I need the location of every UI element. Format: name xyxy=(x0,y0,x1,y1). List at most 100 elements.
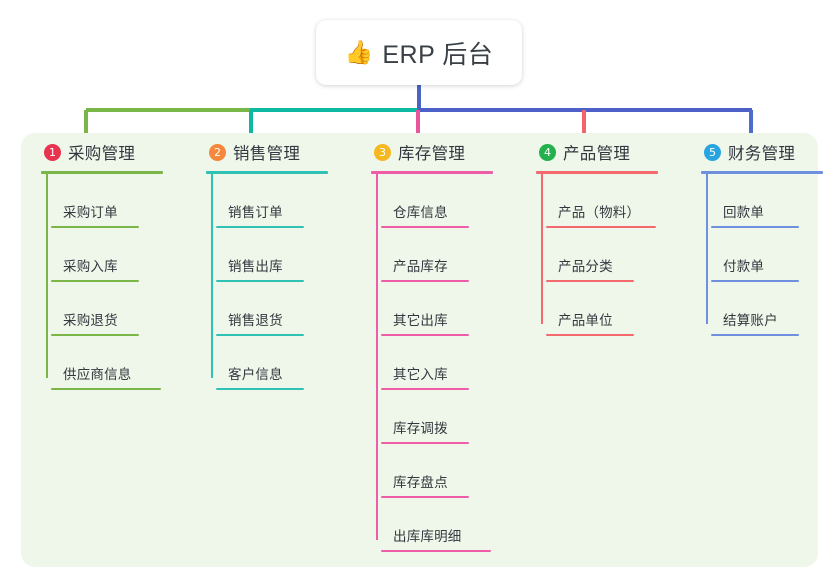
list-item[interactable]: 结算账户 xyxy=(711,282,836,336)
item-label: 其它入库 xyxy=(393,367,448,382)
branch-column-4: 4 产品管理 产品（物料） 产品分类 产品单位 xyxy=(516,133,681,336)
item-underline xyxy=(546,334,634,336)
item-underline xyxy=(546,280,634,282)
item-underline xyxy=(381,550,491,552)
item-underline xyxy=(216,226,304,228)
branch-column-1: 1 采购管理 采购订单 采购入库 采购退货 供应商信 xyxy=(21,133,186,390)
item-underline xyxy=(381,442,469,444)
item-underline xyxy=(381,334,469,336)
list-item[interactable]: 库存调拨 xyxy=(381,390,516,444)
branch-title-2: 销售管理 xyxy=(233,145,301,163)
item-label: 销售订单 xyxy=(228,205,283,220)
branch-column-3: 3 库存管理 仓库信息 产品库存 其它出库 其它入库 xyxy=(351,133,516,552)
branch-badge-4: 4 xyxy=(539,143,556,161)
item-underline xyxy=(51,388,161,390)
branch-spine-4 xyxy=(541,174,543,324)
branch-rule-4 xyxy=(536,171,658,174)
branch-title-3: 库存管理 xyxy=(398,145,466,163)
branch-column-2: 2 销售管理 销售订单 销售出库 销售退货 客户信息 xyxy=(186,133,351,390)
branch-column-5: 5 财务管理 回款单 付款单 结算账户 xyxy=(681,133,836,336)
list-item[interactable]: 产品分类 xyxy=(546,228,681,282)
list-item[interactable]: 付款单 xyxy=(711,228,836,282)
item-underline xyxy=(711,226,799,228)
item-underline xyxy=(51,334,139,336)
branch-badge-2: 2 xyxy=(209,143,226,161)
list-item[interactable]: 其它出库 xyxy=(381,282,516,336)
item-label: 产品分类 xyxy=(558,259,613,274)
list-item[interactable]: 销售出库 xyxy=(216,228,351,282)
list-item[interactable]: 回款单 xyxy=(711,174,836,228)
list-item[interactable]: 产品（物料） xyxy=(546,174,681,228)
branch-header-3[interactable]: 3 库存管理 xyxy=(369,133,516,171)
thumbs-up-icon: 👍 xyxy=(344,39,374,65)
branch-items-4: 产品（物料） 产品分类 产品单位 xyxy=(534,174,681,336)
branch-rule-1 xyxy=(41,171,163,174)
branch-spine-5 xyxy=(706,174,708,324)
item-underline xyxy=(216,388,304,390)
branch-items-3: 仓库信息 产品库存 其它出库 其它入库 库存调拨 xyxy=(369,174,516,552)
item-underline xyxy=(711,280,799,282)
root-title: ERP 后台 xyxy=(382,40,494,69)
item-underline xyxy=(216,334,304,336)
item-underline xyxy=(51,280,139,282)
item-underline xyxy=(381,226,469,228)
item-label: 产品库存 xyxy=(393,259,448,274)
item-label: 客户信息 xyxy=(228,367,283,382)
branch-badge-1: 1 xyxy=(44,143,61,161)
list-item[interactable]: 产品单位 xyxy=(546,282,681,336)
item-underline xyxy=(711,334,799,336)
item-label: 产品（物料） xyxy=(558,205,641,220)
branch-columns: 1 采购管理 采购订单 采购入库 采购退货 供应商信 xyxy=(21,133,823,567)
branch-badge-3: 3 xyxy=(374,143,391,161)
item-label: 产品单位 xyxy=(558,313,613,328)
list-item[interactable]: 供应商信息 xyxy=(51,336,186,390)
list-item[interactable]: 仓库信息 xyxy=(381,174,516,228)
item-label: 付款单 xyxy=(723,259,765,274)
branch-header-2[interactable]: 2 销售管理 xyxy=(204,133,351,171)
item-underline xyxy=(381,388,469,390)
branch-header-4[interactable]: 4 产品管理 xyxy=(534,133,681,171)
item-underline xyxy=(381,496,469,498)
branch-items-1: 采购订单 采购入库 采购退货 供应商信息 xyxy=(39,174,186,390)
list-item[interactable]: 客户信息 xyxy=(216,336,351,390)
item-label: 其它出库 xyxy=(393,313,448,328)
branch-title-5: 财务管理 xyxy=(728,145,796,163)
item-label: 供应商信息 xyxy=(63,367,132,382)
item-label: 库存盘点 xyxy=(393,475,448,490)
item-underline xyxy=(51,226,139,228)
item-underline xyxy=(216,280,304,282)
list-item[interactable]: 采购退货 xyxy=(51,282,186,336)
item-label: 采购退货 xyxy=(63,313,118,328)
list-item[interactable]: 其它入库 xyxy=(381,336,516,390)
branch-items-2: 销售订单 销售出库 销售退货 客户信息 xyxy=(204,174,351,390)
list-item[interactable]: 出库库明细 xyxy=(381,498,516,552)
branch-title-4: 产品管理 xyxy=(563,145,631,163)
item-label: 采购订单 xyxy=(63,205,118,220)
branch-spine-1 xyxy=(46,174,48,378)
list-item[interactable]: 库存盘点 xyxy=(381,444,516,498)
item-label: 销售退货 xyxy=(228,313,283,328)
branch-rule-3 xyxy=(371,171,493,174)
item-underline xyxy=(546,226,656,228)
list-item[interactable]: 采购入库 xyxy=(51,228,186,282)
branch-header-1[interactable]: 1 采购管理 xyxy=(39,133,186,171)
list-item[interactable]: 销售订单 xyxy=(216,174,351,228)
item-label: 仓库信息 xyxy=(393,205,448,220)
item-label: 结算账户 xyxy=(723,313,778,328)
branch-items-5: 回款单 付款单 结算账户 xyxy=(699,174,836,336)
list-item[interactable]: 产品库存 xyxy=(381,228,516,282)
branch-spine-3 xyxy=(376,174,378,540)
root-node[interactable]: 👍 ERP 后台 xyxy=(316,20,522,85)
item-underline xyxy=(381,280,469,282)
branch-header-5[interactable]: 5 财务管理 xyxy=(699,133,836,171)
item-label: 销售出库 xyxy=(228,259,283,274)
list-item[interactable]: 销售退货 xyxy=(216,282,351,336)
item-label: 采购入库 xyxy=(63,259,118,274)
branch-rule-5 xyxy=(701,171,823,174)
item-label: 回款单 xyxy=(723,205,765,220)
list-item[interactable]: 采购订单 xyxy=(51,174,186,228)
branch-badge-5: 5 xyxy=(704,143,721,161)
content-panel xyxy=(21,133,818,567)
branch-rule-2 xyxy=(206,171,328,174)
